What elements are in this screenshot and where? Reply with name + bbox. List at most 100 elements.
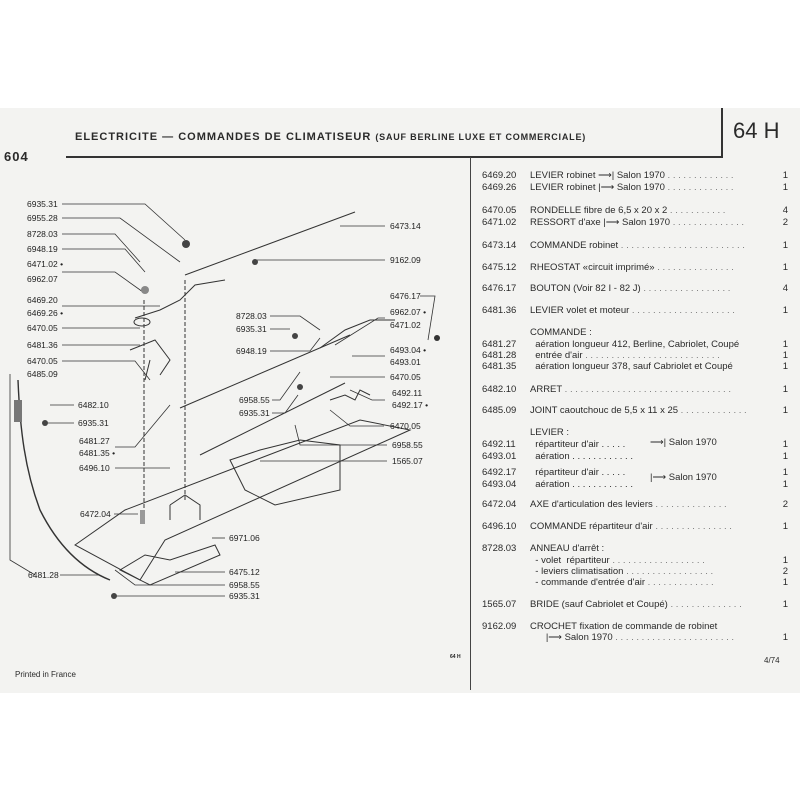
- part-description: - volet répartiteur . . . . . . . . . . …: [530, 555, 705, 566]
- part-quantity: 1: [782, 384, 788, 395]
- part-description-text: COMMANDE robinet: [530, 240, 619, 251]
- part-number: 6481.27: [482, 339, 517, 350]
- section-number: 64 H: [733, 118, 780, 143]
- callout-label: 6971.06: [229, 533, 260, 543]
- part-quantity: 1: [782, 262, 788, 273]
- leader-lines: [9, 203, 436, 597]
- leader-dots: . . . . . . . . . . . . . .: [652, 499, 727, 510]
- callout-label: 6470.05: [390, 372, 421, 382]
- leader-dots: . . . . . . . . . . . . . . . . .: [623, 566, 714, 577]
- catalog-page: [0, 108, 800, 693]
- callout-label: 6493.04 •: [390, 345, 427, 355]
- part-description: RHEOSTAT «circuit imprimé» . . . . . . .…: [530, 262, 734, 273]
- callout-label: 6469.20: [27, 295, 58, 305]
- part-number: 6485.09: [482, 405, 517, 416]
- part-quantity: 1: [782, 405, 788, 416]
- part-quantity: 1: [782, 599, 788, 610]
- callout-label: 6475.12: [229, 567, 260, 577]
- part-description-text: - volet répartiteur: [530, 555, 610, 566]
- part-quantity: 1: [782, 240, 788, 251]
- part-quantity: 1: [782, 577, 788, 588]
- levier-note: ⟶| Salon 1970: [650, 437, 717, 448]
- callout-label: 6473.14: [390, 221, 421, 231]
- part-number: 6481.28: [482, 350, 517, 361]
- part-quantity: 2: [782, 566, 788, 577]
- part-description-text: ARRET: [530, 384, 563, 395]
- leader-dots: . . . . . . . . . . . . . . . . . . . . …: [618, 240, 745, 251]
- part-quantity: 1: [782, 451, 788, 462]
- callout-label: 6476.17: [390, 291, 421, 301]
- callout-label: 6481.27: [79, 436, 110, 446]
- part-description-text: BOUTON (Voir 82 I - 82 J): [530, 283, 641, 294]
- part-description: AXE d'articulation des leviers . . . . .…: [530, 499, 727, 510]
- exploded-diagram: [9, 203, 440, 599]
- callout-label: 6962.07 •: [390, 307, 427, 317]
- callout-label: 6962.07: [27, 274, 58, 284]
- part-description-text: AXE d'articulation des leviers: [530, 499, 653, 510]
- section-divider: [721, 108, 723, 158]
- part-description-text: - commande d'entrée d'air: [530, 577, 646, 588]
- part-description: ARRET . . . . . . . . . . . . . . . . . …: [530, 384, 731, 395]
- part-quantity: 1: [782, 339, 788, 350]
- part-description-text: JOINT caoutchouc de 5,5 x 11 x 25: [530, 405, 679, 416]
- part-description: COMMANDE :: [530, 327, 592, 338]
- part-description: COMMANDE robinet . . . . . . . . . . . .…: [530, 240, 745, 251]
- leader-dots: . . . . . . . . . . . . . . . . . . . . …: [582, 350, 720, 361]
- part-number: 6481.35: [482, 361, 517, 372]
- part-quantity: 1: [782, 521, 788, 532]
- part-quantity: 1: [782, 439, 788, 450]
- part-number: 6493.01: [482, 451, 517, 462]
- title-main: ELECTRICITE — COMMANDES DE CLIMATISEUR: [75, 131, 372, 143]
- part-quantity: 1: [782, 170, 788, 181]
- part-quantity: 4: [782, 283, 788, 294]
- part-description: CROCHET fixation de commande de robinet: [530, 621, 718, 632]
- part-description: LEVIER volet et moteur . . . . . . . . .…: [530, 305, 735, 316]
- part-description: |⟶ Salon 1970 . . . . . . . . . . . . . …: [530, 632, 734, 643]
- part-description: LEVIER robinet |⟶ Salon 1970 . . . . . .…: [530, 182, 734, 193]
- callout-label: 6935.31: [229, 591, 260, 601]
- page-mark: 64 H: [450, 654, 461, 660]
- part-description-text: LEVIER volet et moteur: [530, 305, 630, 316]
- callout-label: 6493.01: [390, 357, 421, 367]
- callout-label: 6469.26 •: [27, 308, 64, 318]
- part-quantity: 2: [782, 217, 788, 228]
- model-logo: 604: [4, 149, 29, 164]
- leader-dots: . . . . . . . . . . . . . . . . . . . . …: [612, 632, 735, 643]
- part-number: 8728.03: [482, 543, 517, 554]
- part-description: - commande d'entrée d'air . . . . . . . …: [530, 577, 713, 588]
- part-description-text: RESSORT d'axe |⟶ Salon 1970: [530, 217, 671, 228]
- part-number: 6496.10: [482, 521, 517, 532]
- part-description: aération . . . . . . . . . . . .: [530, 479, 633, 490]
- leader-dots: . . . . . . . . . . . . . . . . . . . .: [629, 305, 735, 316]
- part-number: 6471.02: [482, 217, 517, 228]
- part-description-text: RONDELLE fibre de 6,5 x 20 x 2: [530, 205, 668, 216]
- leader-dots: . . . . . . . . . . . . . .: [670, 217, 744, 228]
- part-description: LEVIER :: [530, 427, 570, 438]
- part-number: 6481.36: [482, 305, 517, 316]
- leader-dots: . . . . . . . . . . . . .: [664, 182, 734, 193]
- leader-dots: . . . . . . . . . . . . . . . . . .: [609, 555, 705, 566]
- callout-label: 6935.31: [78, 418, 109, 428]
- callout-label: 6935.31: [239, 408, 270, 418]
- part-description: JOINT caoutchouc de 5,5 x 11 x 25 . . . …: [530, 405, 747, 416]
- callout-label: 6470.05: [27, 356, 58, 366]
- leader-dots: . . . . . . . . . . . . .: [664, 170, 734, 181]
- part-description-text: BRIDE (sauf Cabriolet et Coupé): [530, 599, 668, 610]
- leader-dots: . . . . . . . . . . . . . .: [667, 599, 742, 610]
- leader-dots: . . . . . . . . . . . . . . .: [652, 521, 732, 532]
- part-description: répartiteur d'air . . . . .: [530, 467, 626, 478]
- page-number: 4/74: [764, 656, 780, 665]
- part-description: aération longueur 378, sauf Cabriolet et…: [530, 361, 733, 372]
- callout-label: 9162.09: [390, 255, 421, 265]
- part-number: 6470.05: [482, 205, 517, 216]
- part-description-text: RHEOSTAT «circuit imprimé»: [530, 262, 655, 273]
- part-number: 6469.20: [482, 170, 517, 181]
- callout-label: 6472.04: [80, 509, 111, 519]
- callout-label: 6958.55: [392, 440, 423, 450]
- callout-label: 6955.28: [27, 213, 58, 223]
- title-subtitle: (SAUF BERLINE LUXE ET COMMERCIALE): [375, 132, 587, 142]
- callout-label: 1565.07: [392, 456, 423, 466]
- part-number: 6469.26: [482, 182, 517, 193]
- part-description: COMMANDE répartiteur d'air . . . . . . .…: [530, 521, 732, 532]
- part-description: ANNEAU d'arrêt :: [530, 543, 605, 554]
